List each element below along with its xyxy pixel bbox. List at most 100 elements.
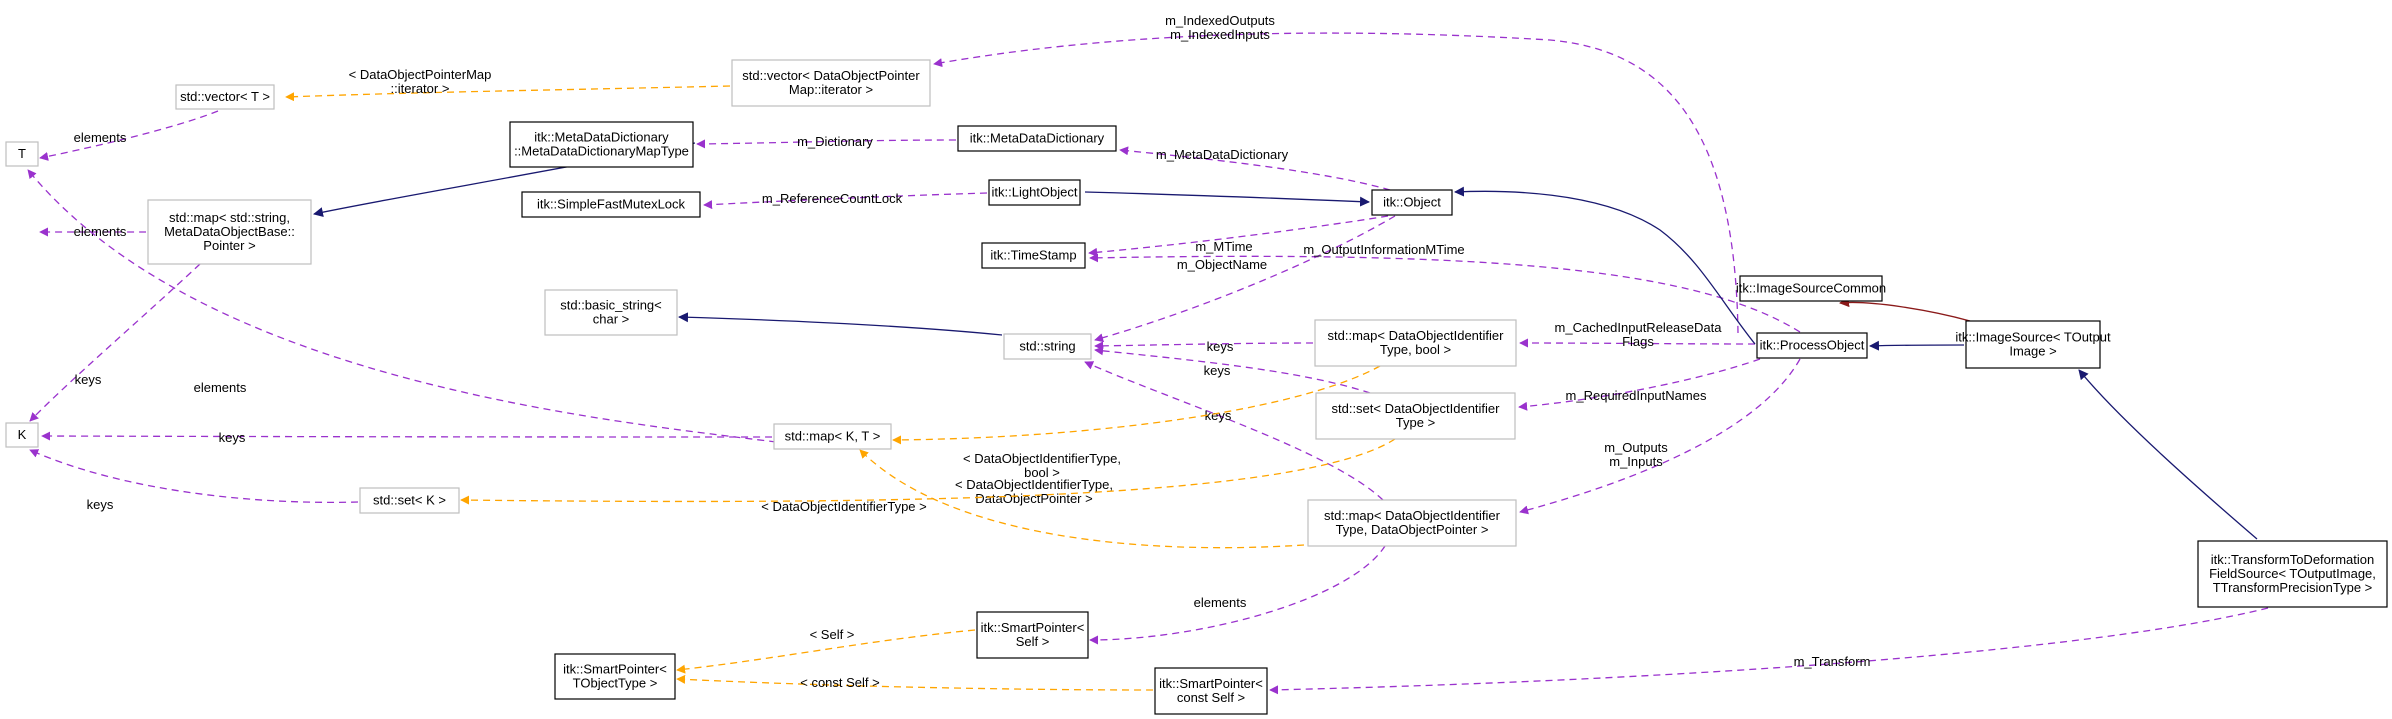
node-box bbox=[1965, 320, 2101, 369]
node-box bbox=[1739, 275, 1883, 302]
node-label-line: Type, bool > bbox=[1380, 342, 1451, 357]
class-node-map-string[interactable]: std::map< std::string,MetaDataObjectBase… bbox=[147, 199, 312, 265]
node-label-line: TObjectType > bbox=[573, 676, 658, 691]
class-node-basic-string[interactable]: std::basic_string<char > bbox=[544, 289, 678, 336]
node-label-line: itk::ImageSourceCommon bbox=[1736, 281, 1886, 296]
edge-label-line: ::iterator > bbox=[391, 81, 450, 96]
class-node-set-K[interactable]: std::set< K > bbox=[359, 487, 460, 514]
node-box bbox=[1315, 392, 1516, 440]
edge-line bbox=[1094, 346, 1371, 394]
class-node-mddmaptype[interactable]: itk::MetaDataDictionary::MetaDataDiction… bbox=[509, 121, 694, 168]
edge-line bbox=[676, 674, 1154, 691]
edge-label: elements bbox=[1194, 595, 1247, 610]
class-node-T[interactable]: T bbox=[5, 141, 39, 167]
edge-label-line: m_IndexedOutputs bbox=[1165, 13, 1275, 28]
class-node-po[interactable]: itk::ProcessObject bbox=[1756, 332, 1868, 359]
edge-label-line: bool > bbox=[1024, 465, 1060, 480]
edge-e26: < const Self > bbox=[676, 674, 1154, 691]
edge-line bbox=[2078, 369, 2258, 540]
class-node-string[interactable]: std::string bbox=[1003, 333, 1092, 360]
edge-e5: m_Dictionary bbox=[696, 134, 957, 149]
edge-label: elements bbox=[194, 380, 247, 395]
node-label-line: itk::TimeStamp bbox=[990, 248, 1076, 263]
edge-label-line: < DataObjectIdentifierType, bbox=[963, 451, 1121, 466]
node-label: itk::MetaDataDictionary bbox=[970, 131, 1105, 146]
edge-line bbox=[1094, 215, 1396, 343]
edge-e20: keys bbox=[29, 449, 359, 512]
node-label: std::set< K > bbox=[373, 493, 446, 508]
node-label-line: Self > bbox=[1016, 634, 1050, 649]
node-label-line: itk::SmartPointer< bbox=[1159, 676, 1263, 691]
edge-label-line: Flags bbox=[1622, 334, 1654, 349]
edge-e23: < DataObjectIdentifierType > bbox=[460, 438, 1396, 514]
node-label: std::vector< T > bbox=[180, 89, 270, 104]
node-box bbox=[509, 121, 694, 168]
node-box bbox=[2197, 540, 2388, 608]
edge-e27: m_Transform bbox=[1269, 607, 2269, 695]
edge-label: < DataObjectIdentifierType > bbox=[761, 499, 926, 514]
edge-label-line: < const Self > bbox=[800, 675, 880, 690]
class-node-sfml[interactable]: itk::SimpleFastMutexLock bbox=[521, 191, 701, 218]
node-label-line: TTransformPrecisionType > bbox=[2213, 580, 2373, 595]
edge-line bbox=[1089, 545, 1386, 645]
node-box bbox=[1307, 499, 1517, 547]
edge-label: keys bbox=[1205, 408, 1232, 423]
class-node-sp-cself[interactable]: itk::SmartPointer<const Self > bbox=[1154, 667, 1268, 715]
class-node-vec-T[interactable]: std::vector< T > bbox=[175, 84, 275, 110]
edge-label: elements bbox=[74, 130, 127, 145]
node-label-line: const Self > bbox=[1177, 690, 1245, 705]
node-box bbox=[981, 242, 1086, 269]
edge-line bbox=[1839, 297, 1971, 322]
class-node-sp-self[interactable]: itk::SmartPointer<Self > bbox=[976, 611, 1089, 659]
node-box bbox=[554, 653, 676, 700]
edge-e32 bbox=[1869, 340, 1965, 351]
edge-label-line: m_IndexedInputs bbox=[1170, 27, 1270, 42]
class-node-map-KT[interactable]: std::map< K, T > bbox=[773, 423, 892, 450]
node-box bbox=[1756, 332, 1868, 359]
class-node-K[interactable]: K bbox=[5, 422, 39, 448]
edge-line bbox=[1084, 361, 1384, 501]
node-label-line: itk::SmartPointer< bbox=[563, 662, 667, 677]
node-box bbox=[976, 611, 1089, 659]
edge-e22: < DataObjectIdentifierType,DataObjectPoi… bbox=[859, 449, 1305, 549]
class-node-lightobj[interactable]: itk::LightObject bbox=[988, 179, 1081, 206]
class-node-sp-obj[interactable]: itk::SmartPointer<TObjectType > bbox=[554, 653, 676, 700]
edge-line bbox=[1519, 338, 1756, 348]
node-box bbox=[5, 422, 39, 448]
edge-line bbox=[1119, 146, 1391, 191]
edge-line bbox=[892, 365, 1381, 445]
edge-line bbox=[29, 263, 201, 422]
edge-label-line: m_CachedInputReleaseData bbox=[1555, 320, 1723, 335]
edge-label-line: elements bbox=[1194, 595, 1247, 610]
class-node-object[interactable]: itk::Object bbox=[1371, 189, 1453, 216]
class-node-mdd[interactable]: itk::MetaDataDictionary bbox=[957, 125, 1117, 152]
node-box bbox=[147, 199, 312, 265]
node-label-line: std::map< std::string, bbox=[169, 210, 290, 225]
node-label: itk::SimpleFastMutexLock bbox=[537, 197, 686, 212]
node-label-line: T bbox=[18, 146, 26, 161]
edge-e8: m_MTime bbox=[1088, 215, 1389, 257]
edge-label-line: m_Dictionary bbox=[797, 134, 873, 149]
edge-label-line: m_ReferenceCountLock bbox=[762, 191, 903, 206]
edge-label: m_Transform bbox=[1794, 654, 1871, 669]
edge-label-line: elements bbox=[74, 130, 127, 145]
edge-label: keys bbox=[87, 497, 114, 512]
class-node-isc[interactable]: itk::ImageSourceCommon bbox=[1736, 275, 1886, 302]
edge-label-line: m_Inputs bbox=[1609, 454, 1663, 469]
edge-e33 bbox=[1839, 297, 1971, 322]
class-node-timestamp[interactable]: itk::TimeStamp bbox=[981, 242, 1086, 269]
edge-line bbox=[1084, 191, 1370, 207]
